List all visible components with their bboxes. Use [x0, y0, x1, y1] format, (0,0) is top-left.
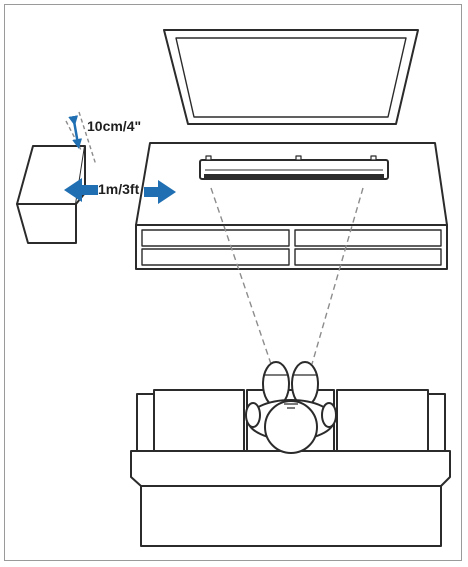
distance-label: 1m/3ft: [98, 181, 140, 197]
clearance-label: 10cm/4": [87, 118, 142, 134]
arrow-right-icon: [144, 180, 176, 204]
person-icon: [245, 361, 337, 454]
arrow-icon: [68, 115, 83, 149]
tv-icon: [163, 29, 419, 125]
listening-lines: [210, 187, 364, 365]
sofa-icon: [130, 389, 451, 547]
soundbar-icon: [199, 155, 389, 180]
diagram-frame: [4, 4, 462, 561]
arrow-left-icon: [64, 178, 98, 202]
distance-arrows: [64, 178, 176, 204]
